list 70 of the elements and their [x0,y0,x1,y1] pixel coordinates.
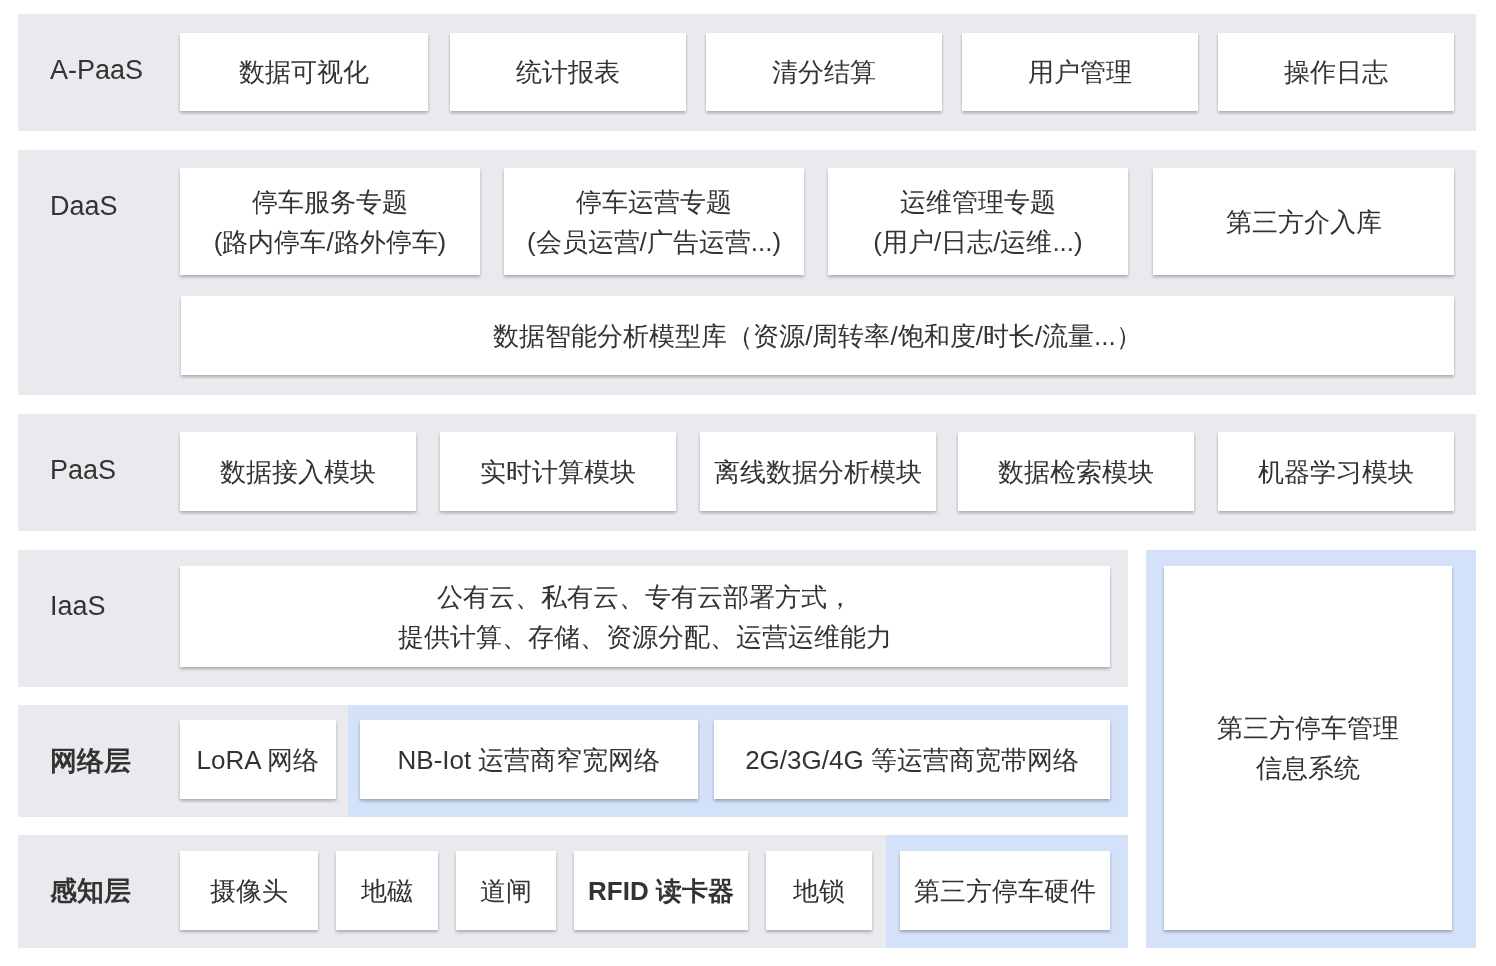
layer-label: PaaS [50,454,117,487]
module-box [180,720,336,799]
module-box [714,720,1110,799]
module-label: 实时计算模块 [480,455,636,489]
layer-band [18,14,1476,131]
module-box [1153,168,1454,275]
module-label: 2G/3G/4G 等运营商宽带网络 [745,743,1079,777]
module-box [180,851,318,930]
module-label: 用户管理 [1028,56,1132,89]
module-label: 道闸 [480,874,532,908]
module-box [450,33,686,111]
module-box [1218,432,1454,511]
module-box [1164,566,1452,930]
module-label: 数据可视化 [239,56,369,89]
module-box [828,168,1128,275]
module-label: 操作日志 [1284,56,1388,89]
module-label: 数据检索模块 [998,455,1154,489]
module-label: 地磁 [361,874,413,908]
module-box [706,33,942,111]
module-label: 地锁 [793,874,845,908]
layer-band [18,835,1128,948]
module-label: 运维管理专题 [900,185,1056,219]
module-box [440,432,676,511]
layer-band [18,550,1128,687]
module-box [1218,33,1454,111]
module-box [574,851,748,930]
layer-label: 网络层 [50,745,131,778]
module-label: RFID 读卡器 [588,874,734,908]
layer-label: DaaS [50,190,118,223]
module-box [962,33,1198,111]
highlight-panel [348,705,1128,817]
module-box [181,296,1454,375]
module-subtitle: (会员运营/广告运营...) [526,225,782,259]
module-box [180,168,480,275]
module-box [180,432,416,511]
module-subtitle: (路内停车/路外停车) [213,225,447,259]
module-label: 清分结算 [772,56,876,89]
module-label: 公有云、私有云、专有云部署方式，提供计算、存储、资源分配、运营运维能力 [397,580,893,654]
module-box [766,851,872,930]
module-label: 数据智能分析模型库（资源/周转率/饱和度/时长/流量...） [493,319,1142,353]
module-label: 数据接入模块 [220,455,376,489]
module-box [900,851,1110,930]
layer-label: A-PaaS [50,54,144,87]
module-label: NB-Iot 运营商窄宽网络 [397,743,661,777]
module-label: 机器学习模块 [1258,455,1414,489]
layer-label: IaaS [50,590,106,623]
module-subtitle: (用户/日志/运维...) [873,225,1083,259]
module-label: LoRA 网络 [196,743,320,777]
module-box [180,33,428,111]
layer-band [18,150,1476,395]
module-label: 第三方停车硬件 [914,874,1096,908]
module-box [336,851,438,930]
module-box [360,720,698,799]
highlight-panel [1146,550,1476,948]
module-box [958,432,1194,511]
module-box [456,851,556,930]
module-label: 第三方介入库 [1225,205,1382,239]
layer-label: 感知层 [50,875,131,908]
highlight-panel [886,835,1128,948]
module-label: 第三方停车管理信息系统 [1216,712,1400,785]
module-box [180,566,1110,667]
layer-band [18,705,1128,817]
module-label: 离线数据分析模块 [714,455,922,489]
layer-band [18,414,1476,531]
module-label: 摄像头 [210,874,288,908]
module-label: 停车运营专题 [576,185,732,219]
module-label: 停车服务专题 [252,185,408,219]
module-label: 统计报表 [516,56,620,89]
module-box [700,432,936,511]
module-box [504,168,804,275]
